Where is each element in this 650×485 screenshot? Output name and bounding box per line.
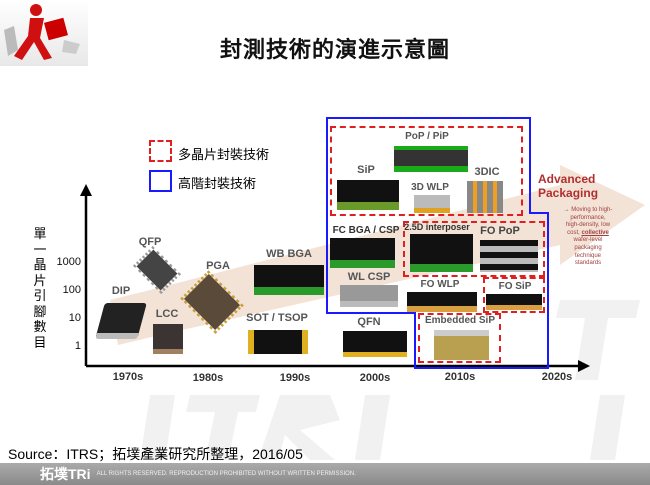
y-char: 片 bbox=[33, 272, 47, 288]
desc-line: performance, bbox=[570, 214, 606, 221]
desc-line: → Moving to high- bbox=[563, 207, 613, 213]
label-embedded: Embedded SiP bbox=[424, 315, 496, 326]
desc-emphasis: collective bbox=[581, 229, 609, 236]
legend-red-swatch bbox=[149, 140, 172, 162]
x-tick: 2010s bbox=[444, 371, 476, 383]
fcbga-image bbox=[330, 238, 395, 268]
lcc-image bbox=[153, 324, 183, 354]
runner-logo bbox=[0, 0, 88, 66]
wlcsp-image bbox=[340, 285, 398, 307]
y-tick: 10 bbox=[68, 312, 81, 324]
label-fosip: FO SiP bbox=[498, 281, 532, 292]
desc-line: packaging bbox=[574, 244, 602, 251]
y-char: 數 bbox=[33, 319, 47, 334]
y-axis-label: 單一晶片引腳數目 bbox=[33, 226, 47, 350]
x-tick: 2020s bbox=[541, 371, 573, 383]
desc-line: technique bbox=[574, 252, 602, 259]
label-pop: PoP / PiP bbox=[405, 131, 449, 142]
fosip-image bbox=[486, 294, 542, 310]
desc-line: cost, bbox=[567, 229, 582, 236]
label-sot: SOT / TSOP bbox=[246, 312, 308, 324]
multichip-group-pop bbox=[330, 126, 523, 216]
y-char: 引 bbox=[33, 288, 47, 303]
legend-blue-label: 高階封裝技術 bbox=[178, 176, 257, 191]
x-tick: 1990s bbox=[279, 372, 311, 384]
x-tick: 1970s bbox=[112, 371, 144, 383]
label-sip: SiP bbox=[357, 164, 375, 176]
label-dip: DIP bbox=[111, 285, 131, 297]
embedded-sip-image bbox=[434, 330, 489, 360]
y-tick: 1000 bbox=[56, 256, 81, 268]
advanced-title-line: Packaging bbox=[538, 186, 599, 200]
y-char: 一 bbox=[33, 241, 47, 257]
desc-line: high-density, low bbox=[565, 222, 611, 229]
label-wlcsp: WL CSP bbox=[347, 271, 391, 283]
multichip-group-embedded bbox=[418, 313, 501, 363]
x-tick: 2000s bbox=[359, 372, 391, 384]
interposer-image bbox=[410, 234, 473, 272]
y-char: 晶 bbox=[33, 257, 47, 272]
label-qfp: QFP bbox=[138, 236, 162, 248]
y-char: 單 bbox=[33, 226, 47, 241]
legend-red-label: 多晶片封裝技術 bbox=[178, 147, 270, 162]
qfn-image bbox=[343, 331, 407, 357]
3dwlp-image bbox=[414, 195, 450, 213]
x-tick: 1980s bbox=[192, 372, 224, 384]
footer-logo: 拓墣TRi bbox=[40, 466, 91, 482]
3dic-image bbox=[467, 181, 503, 213]
footer-notice: ALL RIGHTS RESERVED. REPRODUCTION PROHIB… bbox=[96, 471, 356, 477]
label-lcc: LCC bbox=[155, 308, 179, 320]
y-tick: 100 bbox=[62, 284, 81, 296]
multichip-group-interposer bbox=[403, 221, 545, 277]
y-tick: 1 bbox=[74, 340, 81, 352]
label-fcbga: FC BGA / CSP bbox=[332, 225, 400, 236]
label-fowlp: FO WLP bbox=[420, 279, 460, 290]
advanced-title-line: Advanced bbox=[538, 172, 596, 186]
multichip-group-fosip bbox=[483, 277, 545, 313]
sot-image bbox=[248, 330, 308, 354]
y-char: 腳 bbox=[33, 303, 47, 319]
advanced-description: → Moving to high- performance, high-dens… bbox=[548, 207, 628, 268]
label-pga: PGA bbox=[206, 260, 230, 272]
y-char: 目 bbox=[33, 334, 47, 350]
label-fopop: FO PoP bbox=[480, 225, 520, 237]
sip-image bbox=[337, 180, 399, 210]
label-3dic: 3DIC bbox=[474, 166, 500, 178]
desc-line: standards bbox=[574, 260, 602, 267]
label-qfn: QFN bbox=[357, 316, 381, 328]
legend-blue-swatch bbox=[149, 170, 172, 192]
fowlp-image bbox=[407, 292, 477, 312]
advanced-title: Advanced Packaging bbox=[538, 172, 598, 200]
desc-line: wafer-level bbox=[573, 237, 603, 244]
wbbga-image bbox=[254, 265, 324, 295]
source-note: Source：ITRS；拓墣產業研究所整理，2016/05 bbox=[8, 446, 303, 462]
label-3dwlp: 3D WLP bbox=[411, 182, 449, 193]
label-interposer: 2.5D interposer bbox=[404, 222, 470, 232]
pop-image bbox=[394, 146, 468, 172]
page-title: 封測技術的演進示意圖 bbox=[220, 37, 451, 63]
footer-bar: 拓墣TRi ALL RIGHTS RESERVED. REPRODUCTION … bbox=[0, 463, 650, 485]
label-wbbga: WB BGA bbox=[266, 248, 312, 260]
fopop-image bbox=[480, 240, 538, 272]
